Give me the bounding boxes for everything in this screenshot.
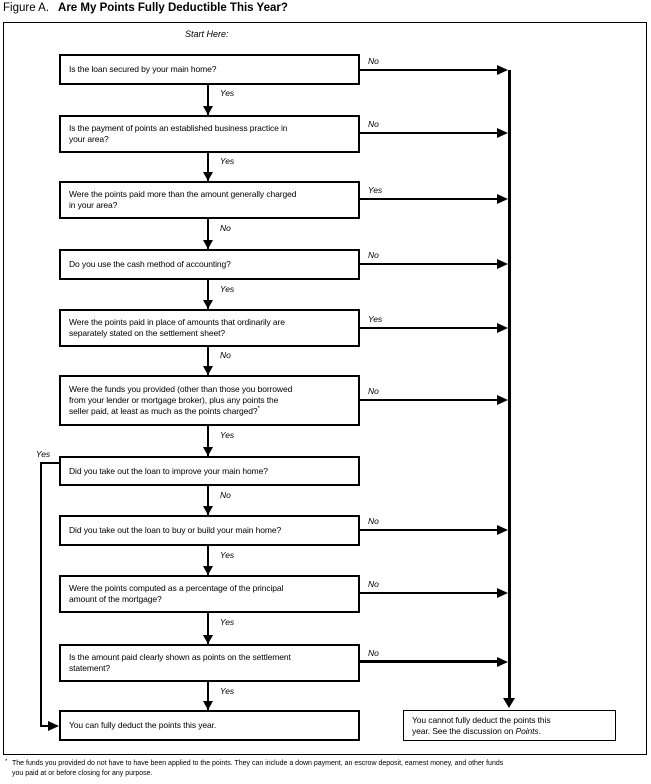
down-label-q4: Yes [220, 284, 235, 294]
arrowhead-q4-side-icon [497, 259, 508, 269]
connector-q1-side [360, 69, 497, 71]
arrowhead-q10-side-icon [497, 657, 508, 667]
down-label-q10: Yes [220, 686, 235, 696]
side-label-q1: No [368, 56, 379, 66]
arrowhead-q9-side-icon [497, 588, 508, 598]
question-box-1: Is the loan secured by your main home? [59, 54, 360, 85]
down-label-q9: Yes [220, 617, 235, 627]
connector-q7-left-top [40, 462, 59, 464]
question-box-2: Is the payment of points an established … [59, 115, 360, 153]
connector-q6-down [207, 425, 209, 456]
down-label-q3: No [220, 223, 231, 233]
question-box-10: Is the amount paid clearly shown as poin… [59, 644, 360, 682]
footnote: * The funds you provided do not have to … [3, 759, 647, 778]
connector-q8-side [360, 529, 497, 531]
figure-title: Are My Points Fully Deductible This Year… [58, 2, 288, 14]
arrowhead-q2-side-icon [497, 128, 508, 138]
trunk-arrowhead-down-icon [503, 698, 515, 708]
connector-q5-down [207, 346, 209, 375]
down-label-q8: Yes [220, 550, 235, 560]
footnote-marker-ref: * [257, 406, 260, 413]
trunk-line [508, 70, 511, 698]
arrowhead-q3-down-icon [203, 240, 213, 249]
connector-q4-down [207, 279, 209, 309]
arrowhead-q1-side-icon [497, 65, 508, 75]
connector-q9-side [360, 592, 497, 594]
question-box-7: Did you take out the loan to improve you… [59, 456, 360, 486]
side-label-q6: No [368, 386, 379, 396]
question-box-5: Were the points paid in place of amounts… [59, 309, 360, 347]
connector-q10-down [207, 681, 209, 710]
connector-q1-down [207, 85, 209, 115]
connector-q10-side [360, 660, 497, 663]
connector-q9-down [207, 612, 209, 644]
arrowhead-q6-side-icon [497, 395, 508, 405]
down-label-q7: No [220, 490, 231, 500]
connector-q5-side [360, 327, 497, 329]
question-box-6: Were the funds you provided (other than … [59, 375, 360, 426]
connector-q3-side [360, 198, 497, 200]
arrowhead-q7-down-icon [203, 506, 213, 515]
footnote-marker: * [5, 759, 8, 765]
start-here-label: Start Here: [185, 29, 229, 39]
down-label-q6: Yes [220, 430, 235, 440]
connector-q7-down [207, 485, 209, 515]
connector-q6-side [360, 399, 497, 401]
arrowhead-q2-down-icon [203, 172, 213, 181]
arrowhead-q7-left-icon [48, 721, 59, 731]
side-label-q10: No [368, 648, 379, 658]
figure-label: Figure A. [3, 2, 50, 14]
footnote-text: The funds you provided do not have to ha… [12, 760, 504, 777]
result-box-deductible: You can fully deduct the points this yea… [59, 710, 360, 741]
arrowhead-q8-down-icon [203, 566, 213, 575]
figure-heading: Figure A. Are My Points Fully Deductible … [3, 2, 288, 14]
arrowhead-q10-down-icon [203, 701, 213, 710]
connector-q7-left-bottom [40, 725, 49, 727]
side-label-q7: Yes [36, 449, 51, 459]
arrowhead-q5-down-icon [203, 366, 213, 375]
down-label-q1: Yes [220, 88, 235, 98]
side-label-q3: Yes [368, 185, 383, 195]
arrowhead-q9-down-icon [203, 635, 213, 644]
question-box-3: Were the points paid more than the amoun… [59, 181, 360, 219]
connector-q8-down [207, 545, 209, 575]
connector-q2-down [207, 152, 209, 181]
side-label-q9: No [368, 579, 379, 589]
down-label-q2: Yes [220, 156, 235, 166]
connector-q7-left-vertical [40, 462, 42, 726]
side-label-q2: No [368, 119, 379, 129]
connector-q2-side [360, 132, 497, 134]
side-label-q5: Yes [368, 314, 383, 324]
side-label-q4: No [368, 250, 379, 260]
arrowhead-q6-down-icon [203, 447, 213, 456]
arrowhead-q8-side-icon [497, 525, 508, 535]
question-box-8: Did you take out the loan to buy or buil… [59, 515, 360, 546]
down-label-q5: No [220, 350, 231, 360]
result-box-not-deductible: You cannot fully deduct the points this … [403, 710, 616, 741]
connector-q3-down [207, 218, 209, 249]
arrowhead-q3-side-icon [497, 194, 508, 204]
arrowhead-q4-down-icon [203, 300, 213, 309]
question-box-9: Were the points computed as a percentage… [59, 575, 360, 613]
flowchart-frame [3, 22, 647, 755]
arrowhead-q5-side-icon [497, 323, 508, 333]
arrowhead-q1-down-icon [203, 106, 213, 115]
side-label-q8: No [368, 516, 379, 526]
connector-q4-side [360, 263, 497, 265]
question-box-4: Do you use the cash method of accounting… [59, 249, 360, 280]
